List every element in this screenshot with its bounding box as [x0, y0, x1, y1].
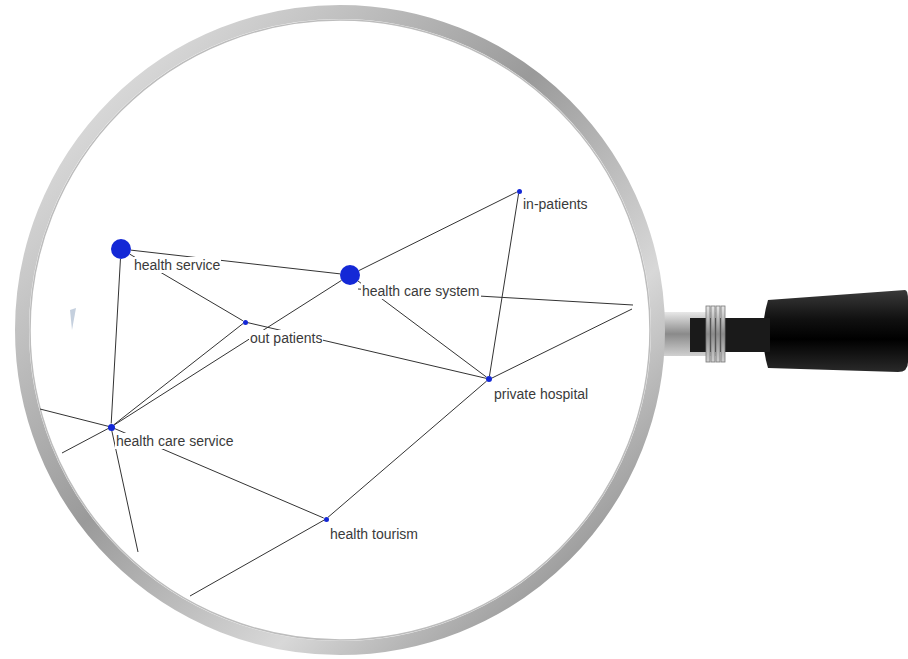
term-label: health care system: [361, 283, 481, 299]
term-node: [486, 376, 492, 382]
term-node: [324, 517, 329, 522]
term-node: [340, 265, 360, 285]
term-label: health care service: [115, 433, 235, 449]
term-node: [108, 424, 115, 431]
term-label: health service: [133, 257, 221, 273]
link-line: [114, 428, 323, 518]
term-label: private hospital: [493, 386, 589, 402]
link-line: [358, 281, 487, 377]
lens-rim: [22, 12, 658, 648]
handle: [763, 290, 908, 372]
lens-rim-inner: [30, 20, 650, 640]
outer-links: [40, 289, 633, 596]
term-node: [111, 239, 131, 259]
link-line: [114, 280, 342, 425]
link-line: [489, 193, 518, 376]
link-line: [130, 254, 243, 321]
term-label: in-patients: [522, 196, 589, 212]
term-label: health tourism: [329, 526, 419, 542]
glare: [70, 308, 76, 330]
link-line: [111, 259, 120, 424]
collar: [706, 306, 725, 362]
link-line: [114, 324, 243, 425]
link-line: [131, 250, 340, 274]
neck-dark: [690, 318, 770, 352]
link-line: [328, 381, 487, 517]
term-node: [517, 189, 522, 194]
link-line: [247, 323, 486, 379]
lens-glass: [22, 12, 658, 648]
link-line: [359, 192, 517, 270]
term-node: [243, 320, 248, 325]
term-label: out patients: [249, 330, 323, 346]
